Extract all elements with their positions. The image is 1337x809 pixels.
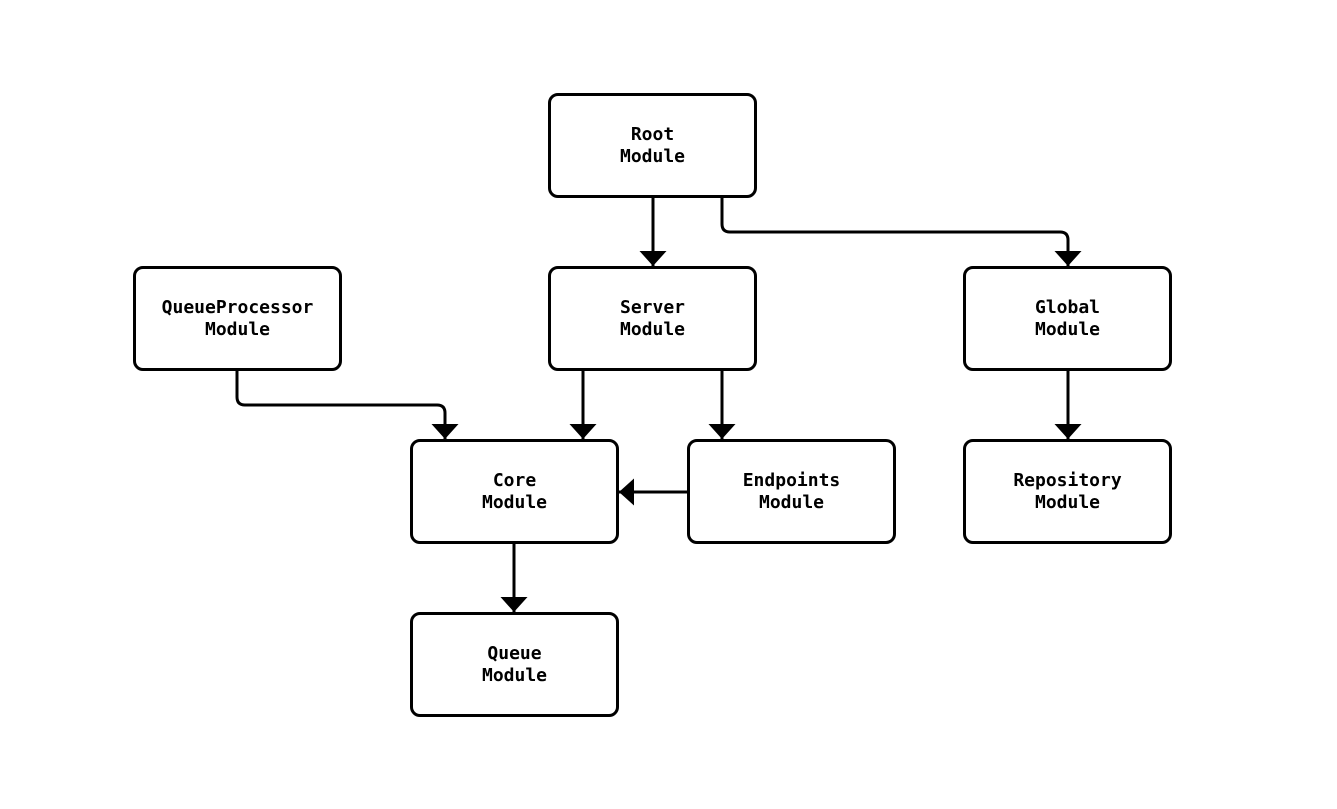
- node-label-line: Module: [758, 491, 825, 513]
- node-label-line: Endpoints: [742, 469, 841, 491]
- node-label-line: Queue: [487, 642, 542, 664]
- node-label-line: Module: [481, 664, 548, 686]
- node-label-line: Module: [619, 318, 686, 340]
- node-label-line: Root: [630, 123, 675, 145]
- node-label-line: Module: [481, 491, 548, 513]
- node-label-line: Global: [1034, 296, 1101, 318]
- node-label-line: Module: [1034, 318, 1101, 340]
- node-label-line: Repository: [1013, 469, 1122, 491]
- node-label-line: Module: [1034, 491, 1101, 513]
- edge-queueprocessor-core: [235, 371, 459, 439]
- node-label-line: QueueProcessor: [161, 296, 314, 318]
- node-label-line: Server: [619, 296, 686, 318]
- node-label-line: Module: [619, 145, 686, 167]
- node-label-line: Module: [204, 318, 271, 340]
- edge-root-global: [720, 198, 1082, 266]
- node-label-line: Core: [492, 469, 537, 491]
